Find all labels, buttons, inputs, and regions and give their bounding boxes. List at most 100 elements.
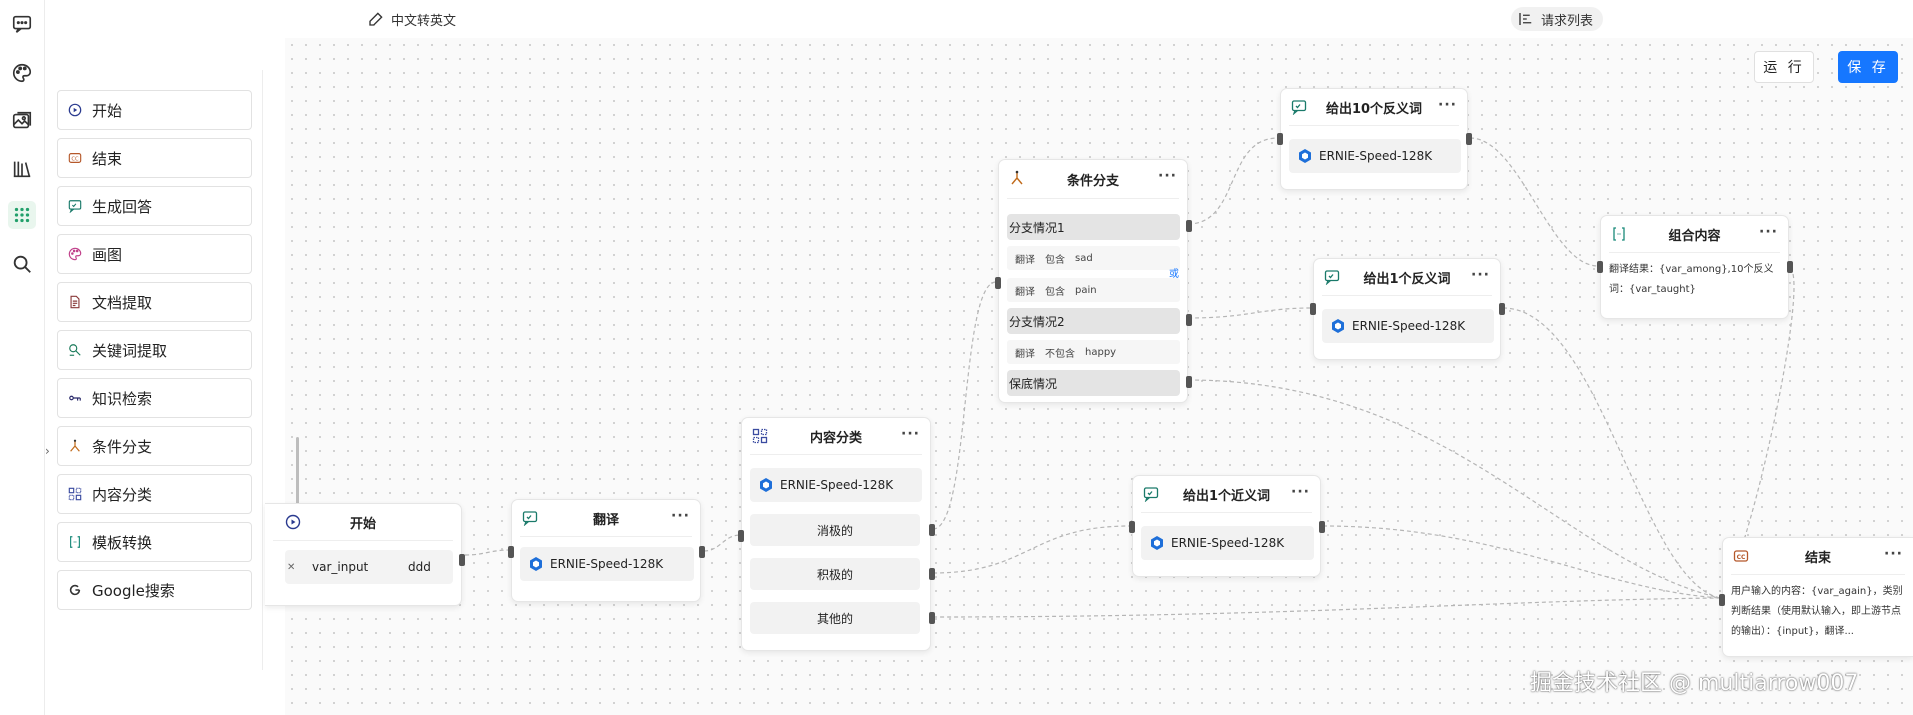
branch1-rule-2[interactable]: 翻译 包含 pain [1007,278,1180,302]
end-input-port[interactable] [1719,594,1725,606]
palette-item-4[interactable]: 文档提取 [57,282,252,322]
node-antonym10[interactable]: 给出10个反义词 ··· ERNIE-Speed-128K [1277,88,1472,190]
model-cube-icon [1332,319,1344,333]
image-icon[interactable] [8,107,36,135]
chat-icon[interactable] [8,10,36,38]
more-icon[interactable]: ··· [1291,484,1310,500]
more-icon[interactable]: ··· [901,426,920,442]
more-icon[interactable]: ··· [1759,224,1778,240]
rule-op: 包含 [1045,286,1065,298]
category-other[interactable]: 其他的 [750,602,920,634]
synonym1-output-port[interactable] [1319,521,1325,533]
branch1-header[interactable]: 分支情况1 [1007,214,1180,240]
antonym10-model[interactable]: ERNIE-Speed-128K [1289,139,1461,173]
rule-op: 包含 [1045,254,1065,266]
branch2-output-port[interactable] [1186,314,1192,326]
palette-item-6[interactable]: 知识检索 [57,378,252,418]
rule-var: 翻译 [1015,286,1035,298]
node-condition[interactable]: 条件分支 ··· 分支情况1 翻译 包含 sad 翻译 包含 pain 分支情况… [995,159,1192,403]
search-icon[interactable] [8,250,36,278]
model-cube-icon [760,478,772,492]
start-output-port[interactable] [459,554,465,566]
request-list-label: 请求列表 [1541,13,1594,29]
synonym1-input-port[interactable] [1129,521,1135,533]
branch1-rule-1[interactable]: 翻译 包含 sad [1007,246,1180,270]
run-button[interactable]: 运 行 [1754,51,1814,83]
translate-model[interactable]: ERNIE-Speed-128K [520,547,694,581]
category-negative[interactable]: 消极的 [750,514,920,546]
fallback-output-port[interactable] [1186,376,1192,388]
palette-item-0[interactable]: 开始 [57,90,252,130]
more-icon[interactable]: ··· [1158,168,1177,184]
palette-item-label: Google搜索 [92,581,175,600]
rule-val: pain [1075,284,1097,296]
workflow-title[interactable]: 中文转英文 [367,7,456,31]
category-positive[interactable]: 积极的 [750,558,920,590]
antonym10-input-port[interactable] [1277,133,1283,145]
node-translate[interactable]: 翻译 ··· ERNIE-Speed-128K [508,499,705,602]
combine-output-port[interactable] [1787,261,1793,273]
palette-item-8[interactable]: 内容分类 [57,474,252,514]
palette-item-5[interactable]: 关键词提取 [57,330,252,370]
node-synonym1[interactable]: 给出1个近义词 ··· ERNIE-Speed-128K [1129,475,1325,577]
rule-val: happy [1085,346,1117,358]
condition-input-port[interactable] [995,277,1001,289]
library-icon[interactable] [8,155,36,183]
start-variable-row[interactable]: ✕ var_input ddd [285,550,453,584]
synonym1-model-label: ERNIE-Speed-128K [1171,536,1285,550]
node-end[interactable]: CC 结束 ··· 用户输入的内容：{var_again}，类别判断结果（使用默… [1719,537,1913,657]
palette-icon[interactable] [8,59,36,87]
palette-item-9[interactable]: 模板转换 [57,522,252,562]
palette-item-label: 生成回答 [92,197,153,216]
palette-item-7[interactable]: 条件分支 [57,426,252,466]
node-combine-title: 组合内容 [1668,228,1721,244]
branch-icon [1011,170,1023,185]
canvas-scrollbar[interactable] [296,437,299,507]
end-badge-icon: CC [68,151,82,165]
or-label[interactable]: 或 [1169,269,1179,280]
fallback-header[interactable]: 保底情况 [1007,370,1180,396]
branch1-output-port[interactable] [1186,220,1192,232]
translate-output-port[interactable] [699,546,705,558]
apps-grid-icon[interactable] [8,201,36,229]
model-cube-icon [1299,149,1311,163]
palette-item-label: 关键词提取 [92,341,168,360]
classify-input-port[interactable] [738,530,744,542]
antonym10-output-port[interactable] [1466,133,1472,145]
palette-icon [68,247,82,261]
branch2-rule-1[interactable]: 翻译 不包含 happy [1007,340,1180,364]
negative-output-port[interactable] [929,524,935,536]
more-icon[interactable]: ··· [1471,267,1490,283]
end-output-text[interactable]: 用户输入的内容：{var_again}，类别判断结果（使用默认输入，即上游节点的… [1731,586,1903,637]
translate-input-port[interactable] [508,546,514,558]
more-icon[interactable]: ··· [1884,546,1903,562]
classify-model[interactable]: ERNIE-Speed-128K [750,468,922,502]
palette-item-10[interactable]: Google搜索 [57,570,252,610]
positive-output-port[interactable] [929,568,935,580]
edit-icon [369,12,383,26]
antonym1-model[interactable]: ERNIE-Speed-128K [1322,309,1494,343]
palette-item-3[interactable]: 画图 [57,234,252,274]
more-icon[interactable]: ··· [1438,97,1457,113]
synonym1-model[interactable]: ERNIE-Speed-128K [1141,526,1314,560]
classify-icon [68,487,82,501]
other-output-port[interactable] [929,612,935,624]
request-list-button[interactable]: 请求列表 [1511,7,1604,31]
combine-template-text[interactable]: 翻译结果：{var_among},10个反义词：{var_taught} [1609,264,1774,295]
node-start[interactable]: 开始 ✕ var_input ddd [265,503,465,606]
antonym1-output-port[interactable] [1499,303,1505,315]
node-combine[interactable]: 组合内容 ··· 翻译结果：{var_among},10个反义词：{var_ta… [1597,215,1793,319]
node-antonym1[interactable]: 给出1个反义词 ··· ERNIE-Speed-128K [1310,258,1505,360]
combine-input-port[interactable] [1597,261,1603,273]
save-button[interactable]: 保 存 [1838,51,1898,83]
palette-item-label: 条件分支 [92,437,153,456]
expand-chevron-icon[interactable]: › [45,444,50,458]
more-icon[interactable]: ··· [671,508,690,524]
chat-answer-icon [68,199,82,213]
node-classify[interactable]: 内容分类 ··· ERNIE-Speed-128K 消极的 积极的 其他的 [738,417,935,651]
antonym1-input-port[interactable] [1310,303,1316,315]
branch2-header[interactable]: 分支情况2 [1007,308,1180,334]
palette-item-2[interactable]: 生成回答 [57,186,252,226]
list-icon [1519,13,1532,25]
